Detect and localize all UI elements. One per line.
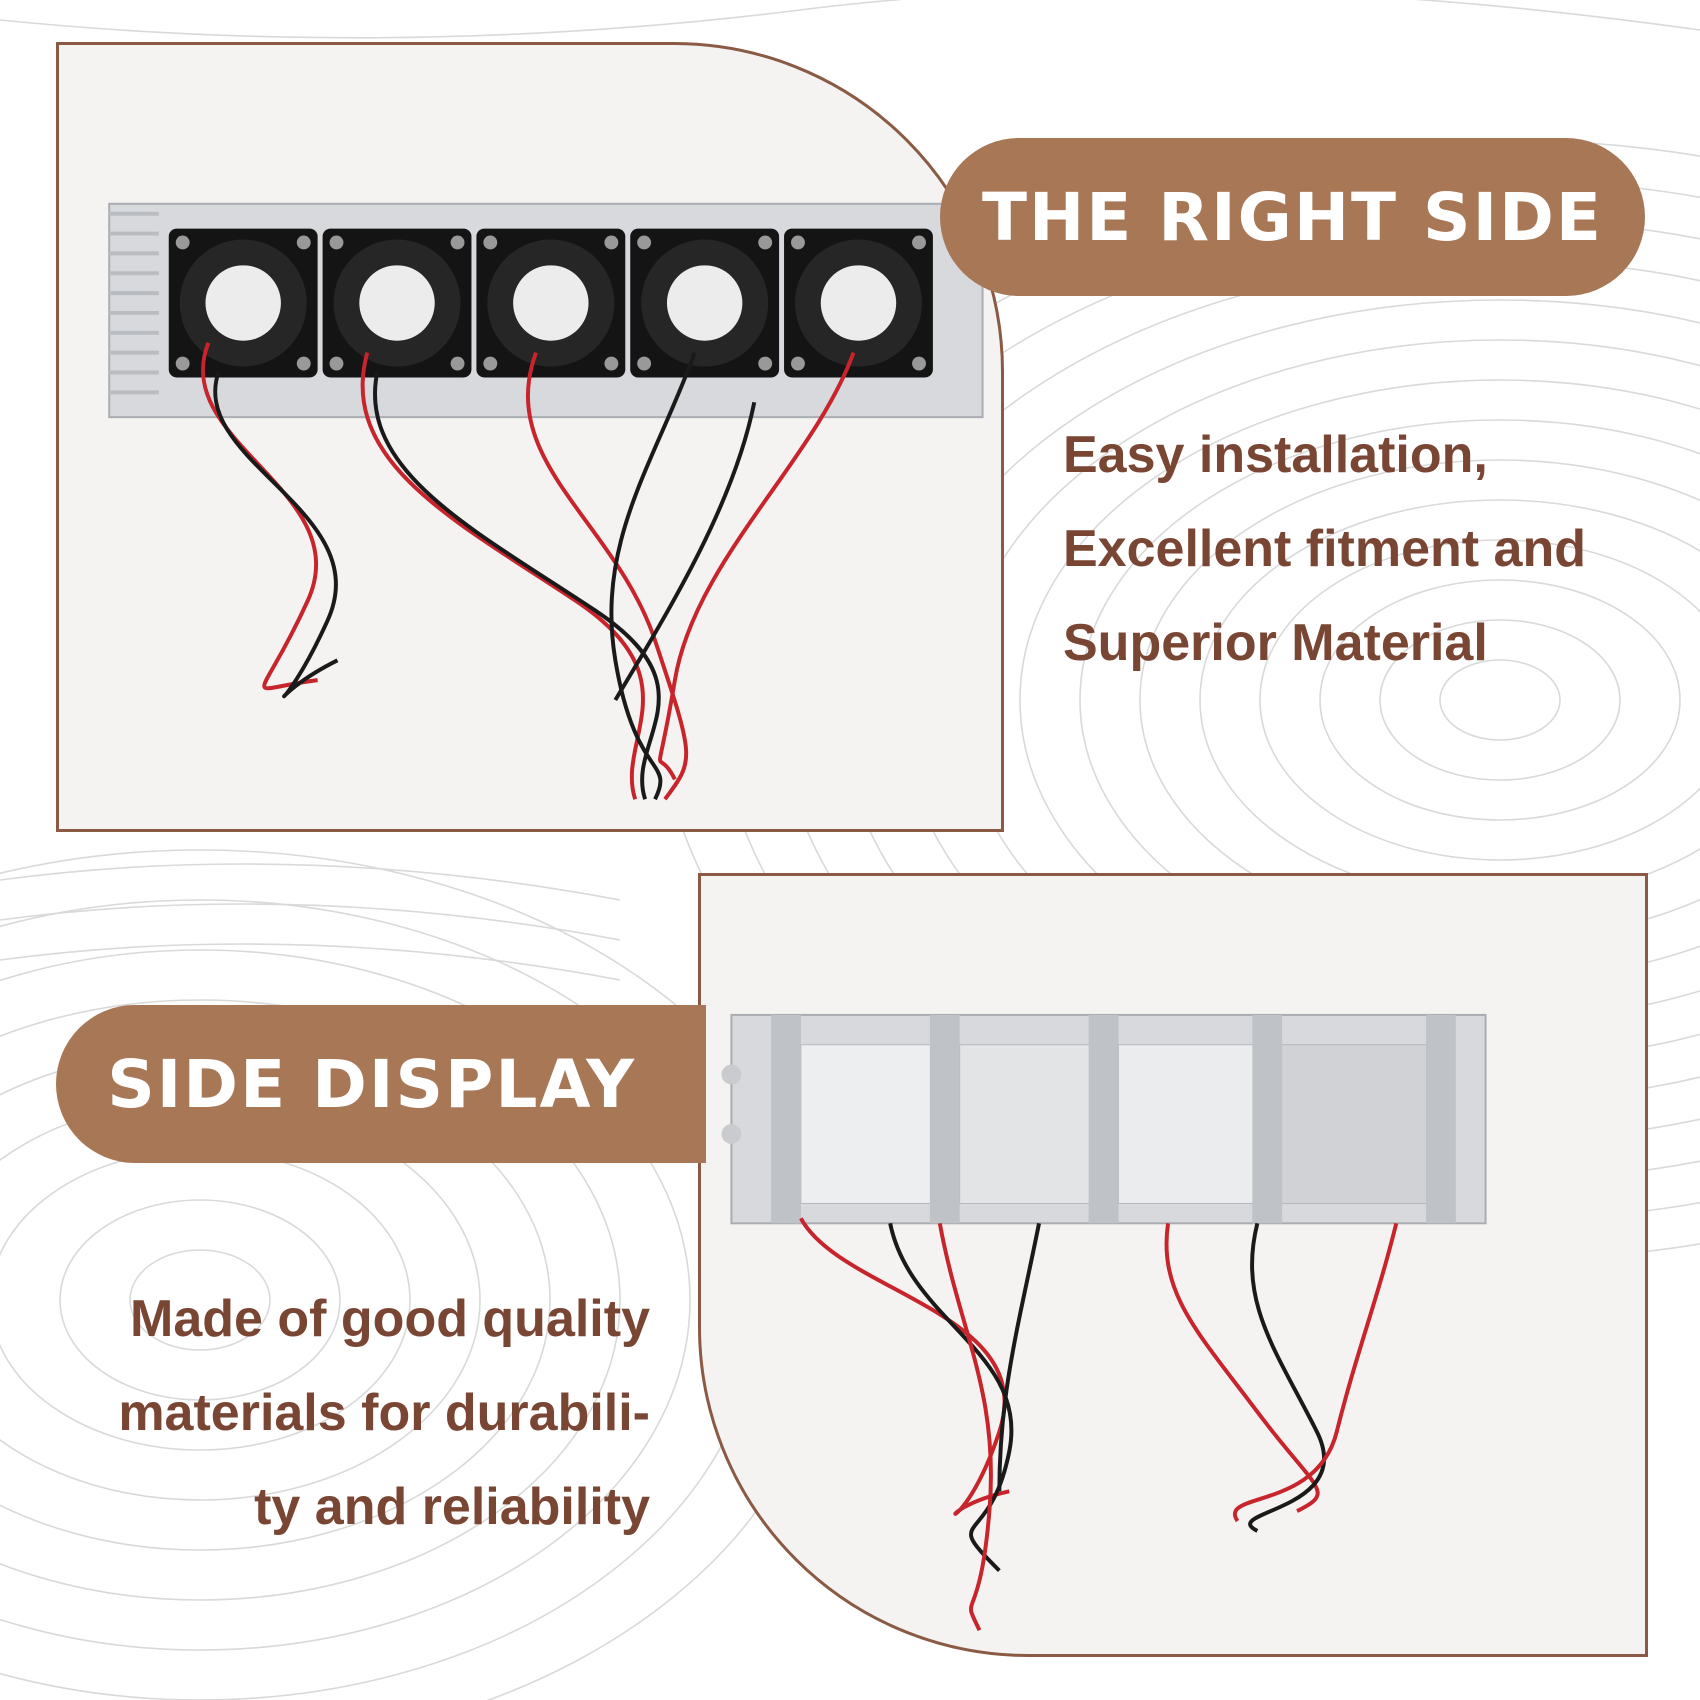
- section-title-right-side: THE RIGHT SIDE: [940, 138, 1645, 296]
- section-title-side-display-text: SIDE DISPLAY: [107, 1045, 636, 1123]
- description-line: Made of good quality: [130, 1290, 650, 1348]
- product-photo-fans: [56, 42, 1004, 832]
- description-line: Excellent fitment and: [1063, 520, 1586, 578]
- wires: [200, 341, 856, 801]
- product-photo-side: [698, 873, 1648, 1657]
- side-view-illustration: [721, 1013, 1487, 1632]
- fan-row: [168, 228, 933, 378]
- section-title-right-side-text: THE RIGHT SIDE: [981, 178, 1604, 256]
- description-side-display: Made of good quality materials for durab…: [60, 1272, 650, 1554]
- description-right-side: Easy installation, Excellent fitment and…: [1063, 408, 1663, 690]
- description-line: Easy installation,: [1063, 426, 1488, 484]
- fans-heatsink-illustration: [108, 202, 984, 801]
- wires: [799, 1217, 1399, 1632]
- description-line: ty and reliability: [254, 1478, 650, 1536]
- description-line: materials for durabili-: [118, 1384, 650, 1442]
- section-title-side-display: SIDE DISPLAY: [56, 1005, 706, 1163]
- description-line: Superior Material: [1063, 614, 1488, 672]
